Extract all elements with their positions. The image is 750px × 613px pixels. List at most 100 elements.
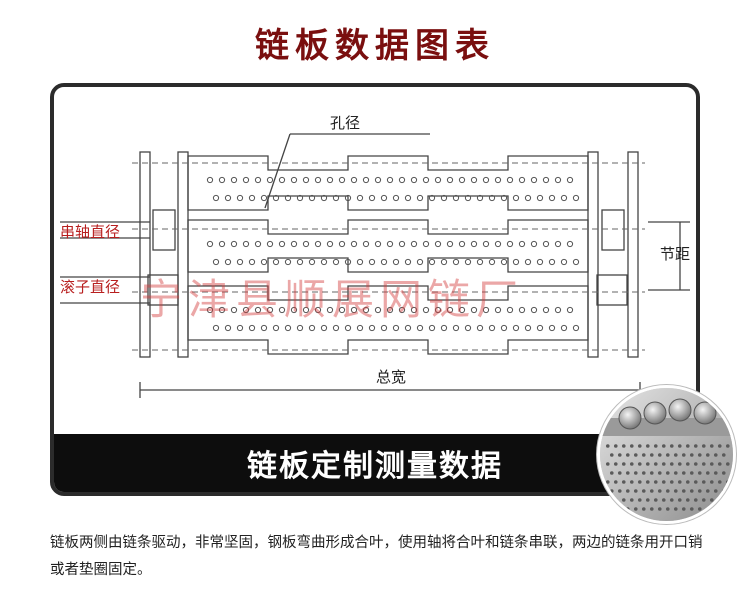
photo-hole	[665, 507, 670, 511]
label-shaft-diameter: 串轴直径	[60, 223, 121, 241]
perforation-hole	[260, 258, 268, 266]
banner-text: 链板定制测量数据	[247, 449, 503, 484]
perforation-hole	[554, 306, 562, 314]
photo-hole	[701, 462, 706, 466]
photo-hole	[673, 453, 678, 457]
photo-hole	[629, 480, 634, 484]
perforation-hole	[428, 258, 436, 266]
perforation-hole	[488, 324, 496, 332]
photo-hole	[709, 480, 714, 484]
perforation-hole	[518, 240, 526, 248]
perforation-hole	[278, 306, 286, 314]
photo-hole	[665, 471, 670, 475]
perforation-hole	[566, 176, 574, 184]
photo-hole	[649, 453, 654, 457]
photo-hole	[681, 453, 686, 457]
perforation-hole	[530, 306, 538, 314]
perforation-hole	[332, 194, 340, 202]
perforation-hole	[530, 240, 538, 248]
photo-hole	[689, 471, 694, 475]
perforation-hole	[458, 306, 466, 314]
photo-hole	[649, 471, 654, 475]
perforation-hole	[500, 258, 508, 266]
photo-hole	[709, 462, 714, 466]
photo-hole	[657, 471, 662, 475]
perforation-hole	[224, 324, 232, 332]
plate-strip-top	[187, 155, 589, 211]
perforation-hole	[212, 194, 220, 202]
right-chain-link	[587, 151, 599, 358]
perforation-hole	[218, 306, 226, 314]
label-hole-diameter: 孔径	[330, 114, 361, 132]
perforation-hole	[572, 324, 580, 332]
photo-hole	[625, 489, 630, 493]
description-text: 链板两侧由链条驱动，非常坚固，钢板弯曲形成合叶，使用轴将合叶和链条串联，两边的链…	[50, 535, 703, 578]
photo-hole	[681, 507, 686, 511]
perforation-hole	[386, 306, 394, 314]
perforation-hole	[254, 176, 262, 184]
perforation-hole	[458, 176, 466, 184]
photo-hole	[645, 480, 650, 484]
photo-hole	[709, 444, 714, 448]
photo-hole	[713, 507, 718, 511]
perforation-hole	[548, 258, 556, 266]
photo-hole	[725, 480, 730, 484]
perforation-hole	[326, 306, 334, 314]
perforation-hole	[284, 258, 292, 266]
perforation-hole	[266, 176, 274, 184]
perforation-hole	[506, 240, 514, 248]
perforation-hole	[416, 194, 424, 202]
perforation-hole	[518, 176, 526, 184]
banner: 链板定制测量数据	[54, 434, 696, 492]
perforation-hole	[422, 306, 430, 314]
perforation-holes	[206, 176, 580, 332]
photo-hole	[689, 453, 694, 457]
label-pitch: 节距	[660, 245, 691, 263]
photo-hole	[617, 507, 622, 511]
perforation-hole	[308, 194, 316, 202]
perforation-hole	[386, 240, 394, 248]
perforation-hole	[350, 176, 358, 184]
perforation-hole	[518, 306, 526, 314]
perforation-hole	[338, 240, 346, 248]
perforation-hole	[308, 258, 316, 266]
perforation-hole	[554, 176, 562, 184]
perforation-hole	[272, 194, 280, 202]
perforation-hole	[488, 258, 496, 266]
perforation-hole	[278, 176, 286, 184]
photo-hole	[685, 480, 690, 484]
perforation-hole	[542, 240, 550, 248]
perforation-hole	[362, 176, 370, 184]
perforation-hole	[272, 324, 280, 332]
perforation-hole	[482, 176, 490, 184]
perforation-hole	[566, 306, 574, 314]
photo-hole	[609, 471, 614, 475]
photo-hole	[621, 480, 626, 484]
photo-hole	[705, 471, 710, 475]
photo-hole	[637, 480, 642, 484]
perforation-hole	[428, 194, 436, 202]
photo-hole	[625, 471, 630, 475]
perforation-hole	[326, 240, 334, 248]
photo-hole	[721, 507, 726, 511]
photo-hole	[697, 489, 702, 493]
perforation-hole	[230, 306, 238, 314]
photo-hole	[653, 498, 658, 502]
perforation-hole	[470, 240, 478, 248]
perforation-hole	[236, 258, 244, 266]
chain-plate-photo	[597, 385, 736, 524]
photo-hole	[725, 444, 730, 448]
page-title: 链板数据图表	[255, 26, 495, 66]
photo-hole	[657, 489, 662, 493]
watermark-text: 宁津县顺展网链厂	[140, 275, 525, 324]
photo-hole	[693, 444, 698, 448]
photo-hole	[613, 498, 618, 502]
photo-hole	[721, 453, 726, 457]
perforation-hole	[380, 194, 388, 202]
perforation-hole	[506, 306, 514, 314]
perforation-hole	[572, 258, 580, 266]
perforation-hole	[314, 306, 322, 314]
photo-hole	[697, 507, 702, 511]
perforation-hole	[296, 194, 304, 202]
perforation-hole	[476, 258, 484, 266]
